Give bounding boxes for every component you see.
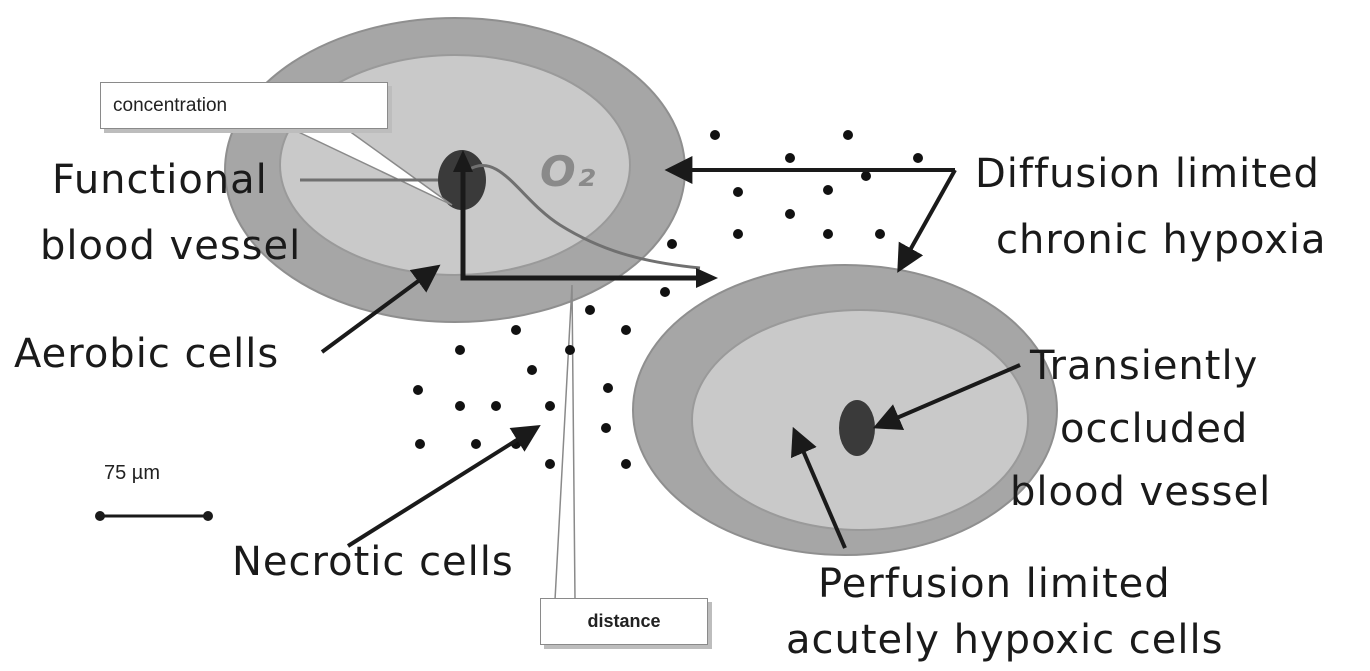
perfusion-label-line1: Perfusion limited: [818, 560, 1171, 608]
necrotic-cells-label: Necrotic cells: [232, 538, 514, 586]
necrotic-arrow: [348, 428, 536, 546]
necrotic-cell: [565, 345, 575, 355]
necrotic-cell: [823, 185, 833, 195]
necrotic-cell: [823, 229, 833, 239]
necrotic-cell: [667, 239, 677, 249]
transient-label-line2: occluded: [1060, 405, 1248, 453]
diffusion-label-line2: chronic hypoxia: [996, 216, 1327, 264]
necrotic-cell: [621, 325, 631, 335]
transient-label-line3: blood vessel: [1010, 468, 1271, 516]
necrotic-cell: [733, 187, 743, 197]
necrotic-cell: [785, 209, 795, 219]
perfusion-label-line2: acutely hypoxic cells: [786, 616, 1223, 664]
aerobic-cells-label: Aerobic cells: [14, 330, 279, 378]
necrotic-cell: [527, 365, 537, 375]
necrotic-cell: [471, 439, 481, 449]
necrotic-cell: [710, 130, 720, 140]
necrotic-cell: [601, 423, 611, 433]
necrotic-cell: [413, 385, 423, 395]
distance-callout-pointer: [555, 285, 575, 600]
transient-label-line1: Transiently: [1030, 342, 1258, 390]
scale-bar-label: 75 µm: [104, 462, 160, 485]
necrotic-cell: [455, 345, 465, 355]
necrotic-cell: [511, 325, 521, 335]
necrotic-cell: [733, 229, 743, 239]
necrotic-cell: [875, 229, 885, 239]
necrotic-cell: [913, 153, 923, 163]
functional-vessel-label-line2: blood vessel: [40, 222, 301, 270]
functional-vessel-label-line1: Functional: [52, 156, 268, 204]
diffusion-label-line1: Diffusion limited: [975, 150, 1320, 198]
necrotic-cell: [660, 287, 670, 297]
necrotic-cell: [785, 153, 795, 163]
scale-bar: [95, 511, 213, 521]
necrotic-cell: [585, 305, 595, 315]
necrotic-cell: [455, 401, 465, 411]
necrotic-cell: [621, 459, 631, 469]
scale-bar-end-left: [95, 511, 105, 521]
necrotic-cell: [603, 383, 613, 393]
necrotic-cell: [861, 171, 871, 181]
graph-x-arrowhead: [696, 268, 718, 288]
scale-bar-end-right: [203, 511, 213, 521]
occluded-vessel: [839, 400, 875, 456]
necrotic-cell: [843, 130, 853, 140]
necrotic-cell: [491, 401, 501, 411]
necrotic-cell: [415, 439, 425, 449]
o2-label: O₂: [540, 148, 596, 196]
necrotic-cell: [545, 459, 555, 469]
concentration-callout: concentration: [100, 82, 388, 129]
necrotic-cell: [545, 401, 555, 411]
distance-callout: distance: [540, 598, 708, 645]
diffusion-arrow-2: [900, 170, 955, 268]
